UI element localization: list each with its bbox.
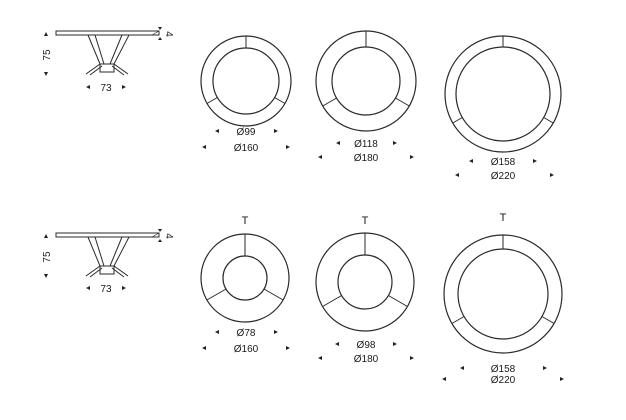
- right-arrow-icon: [286, 145, 290, 149]
- top-marker: T: [242, 215, 249, 227]
- right-arrow-icon: [543, 366, 547, 370]
- right-arrow-icon: [274, 129, 278, 133]
- left-arrow-icon: [86, 85, 90, 89]
- inner-diameter-dimension: Ø118: [336, 139, 397, 150]
- down-arrow-icon: [44, 274, 48, 278]
- depth-label: 73: [100, 83, 112, 94]
- outer-diameter-label: Ø220: [491, 171, 516, 182]
- right-arrow-icon: [122, 85, 126, 89]
- side-view-1: 75 73 4: [42, 27, 174, 94]
- left-arrow-icon: [469, 159, 473, 163]
- left-arrow-icon: [442, 377, 446, 381]
- right-arrow-icon: [533, 159, 537, 163]
- height-dimension: 75: [42, 234, 53, 278]
- top-thickness-dimension: 4: [158, 27, 174, 40]
- inner-diameter-label: Ø99: [237, 127, 256, 138]
- right-arrow-icon: [393, 141, 397, 145]
- right-arrow-icon: [560, 377, 564, 381]
- outer-diameter-label: Ø160: [234, 143, 259, 154]
- inner-diameter-dimension: Ø78: [215, 328, 278, 339]
- outer-diameter-label: Ø220: [491, 375, 516, 386]
- top-thickness-dimension: 4: [158, 229, 174, 242]
- depth-dimension: 73: [86, 83, 126, 94]
- right-arrow-icon: [410, 356, 414, 360]
- down-arrow-icon: [44, 72, 48, 76]
- right-arrow-icon: [286, 346, 290, 350]
- inner-diameter-dimension: Ø99: [215, 127, 278, 138]
- left-arrow-icon: [202, 145, 206, 149]
- up-arrow-icon: [44, 32, 48, 36]
- height-label: 75: [42, 49, 53, 61]
- left-arrow-icon: [215, 330, 219, 334]
- outer-diameter-dimension: Ø180: [318, 153, 414, 164]
- table-top-6: T Ø158 Ø220: [442, 212, 564, 386]
- outer-diameter-dimension: Ø160: [202, 143, 290, 154]
- inner-diameter-label: Ø78: [237, 328, 256, 339]
- top-marker: T: [500, 212, 507, 224]
- down-arrow-icon: [158, 229, 162, 232]
- top-thickness-label: 4: [163, 31, 174, 37]
- inner-diameter-label: Ø158: [491, 364, 516, 375]
- left-arrow-icon: [335, 342, 339, 346]
- inner-diameter-label: Ø118: [354, 139, 378, 150]
- table-side-drawing: [55, 232, 160, 278]
- table-top-1: Ø99 Ø160: [200, 35, 292, 154]
- up-arrow-icon: [44, 234, 48, 238]
- table-top-2: Ø118 Ø180: [315, 30, 417, 164]
- table-top-4: T Ø78 Ø160: [200, 215, 290, 355]
- outer-diameter-dimension: Ø220: [455, 171, 554, 182]
- outer-diameter-dimension: Ø220: [442, 375, 564, 386]
- table-top-5: T Ø98 Ø180: [315, 215, 415, 365]
- outer-diameter-label: Ø160: [234, 344, 259, 355]
- row-2: 75 73 4 T Ø78: [42, 212, 564, 386]
- right-arrow-icon: [274, 330, 278, 334]
- side-view-2: 75 73 4: [42, 229, 174, 295]
- inner-diameter-dimension: Ø158: [460, 364, 547, 375]
- left-arrow-icon: [336, 141, 340, 145]
- up-arrow-icon: [158, 37, 162, 40]
- outer-diameter-label: Ø180: [354, 153, 379, 164]
- left-arrow-icon: [455, 173, 459, 177]
- outer-diameter-dimension: Ø160: [202, 344, 290, 355]
- right-arrow-icon: [550, 173, 554, 177]
- outer-diameter-dimension: Ø180: [318, 354, 414, 365]
- left-arrow-icon: [86, 286, 90, 290]
- right-arrow-icon: [410, 155, 414, 159]
- top-marker: T: [362, 215, 369, 227]
- right-arrow-icon: [122, 286, 126, 290]
- top-thickness-label: 4: [163, 233, 174, 239]
- left-arrow-icon: [318, 356, 322, 360]
- up-arrow-icon: [158, 239, 162, 242]
- inner-diameter-label: Ø158: [491, 157, 516, 168]
- depth-label: 73: [100, 284, 112, 295]
- height-label: 75: [42, 251, 53, 263]
- outer-diameter-label: Ø180: [354, 354, 379, 365]
- depth-dimension: 73: [86, 284, 126, 295]
- table-side-drawing: [55, 30, 160, 76]
- left-arrow-icon: [460, 366, 464, 370]
- left-arrow-icon: [318, 155, 322, 159]
- table-top-3: Ø158 Ø220: [444, 35, 562, 182]
- left-arrow-icon: [215, 129, 219, 133]
- left-arrow-icon: [202, 346, 206, 350]
- right-arrow-icon: [393, 342, 397, 346]
- row-1: 75 73 4 Ø99: [42, 27, 562, 182]
- inner-diameter-dimension: Ø98: [335, 340, 397, 351]
- height-dimension: 75: [42, 32, 53, 76]
- down-arrow-icon: [158, 27, 162, 30]
- inner-diameter-dimension: Ø158: [469, 157, 537, 168]
- inner-diameter-label: Ø98: [357, 340, 376, 351]
